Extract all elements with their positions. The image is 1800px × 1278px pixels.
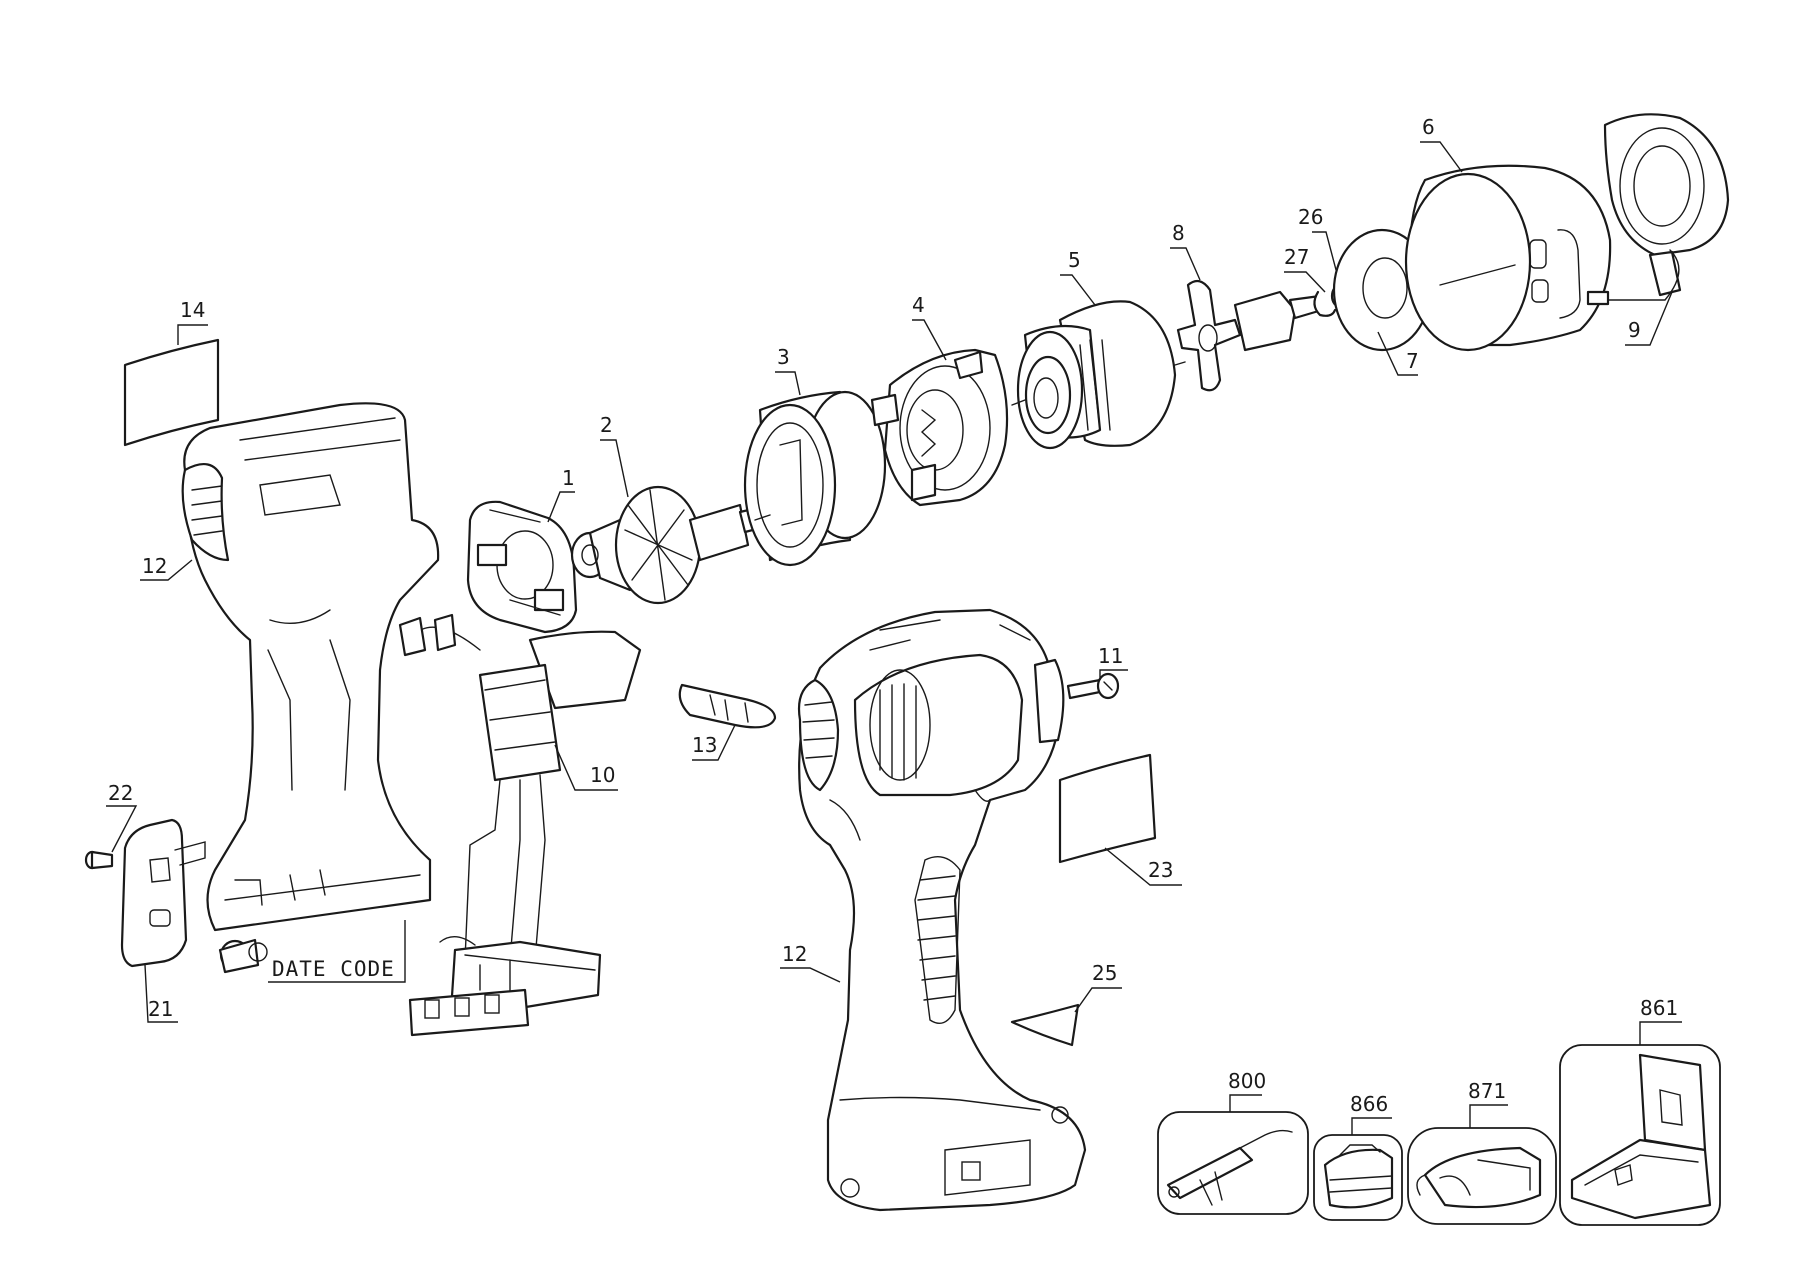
leader-3 [775,371,801,396]
callout-23: 23 [1148,858,1173,882]
leader-4 [912,319,947,361]
leader-861 [1639,1021,1682,1045]
leader-11 [1099,669,1128,680]
callout-2: 2 [600,413,613,437]
callout-4: 4 [912,293,925,317]
leader-21 [144,964,178,1023]
part-9-light-ring [1586,113,1730,306]
part-23-label-sticker [1058,753,1157,864]
leader-date-code [268,920,406,983]
leader-866 [1351,1117,1392,1135]
callout-861: 861 [1640,996,1678,1020]
callout-11: 11 [1098,644,1123,668]
kit-800-tool-hook [1157,1111,1309,1215]
callout-5: 5 [1068,248,1081,272]
callout-21: 21 [148,997,173,1021]
callout-871: 871 [1468,1079,1506,1103]
leader-27 [1284,271,1326,293]
callout-10: 10 [590,763,615,787]
callout-800: 800 [1228,1069,1266,1093]
callout-866: 866 [1350,1092,1388,1116]
callout-13: 13 [692,733,717,757]
explode-axis-line [754,361,1186,521]
callout-22: 22 [108,781,133,805]
leader-9 [1625,291,1673,346]
part-14-label-sticker [123,324,220,447]
part-22-screw [84,850,114,870]
part-1-brush-holder [466,500,578,634]
callout-14: 14 [180,298,205,322]
part-11-screw [1066,672,1120,700]
part-2-armature [570,485,774,605]
part-12-right-housing-assembled [797,608,1087,1212]
callout-26: 26 [1298,205,1323,229]
leader-2 [600,439,629,498]
part-6-nose-housing [1404,164,1612,352]
leader-1 [547,491,575,523]
kit-871-charger [1407,1127,1557,1225]
leader-13 [692,724,736,761]
leader-26 [1312,231,1341,286]
part-13-forward-reverse-button [678,683,777,729]
part-3-field-ring [743,390,887,567]
leader-10 [554,744,618,791]
callout-12b: 12 [782,942,807,966]
part-25-label-sticker [1010,1003,1080,1047]
callout-8: 8 [1172,221,1185,245]
callout-12a: 12 [142,554,167,578]
leader-871 [1469,1104,1508,1128]
leader-25 [1074,987,1122,1013]
callout-27: 27 [1284,245,1309,269]
part-10-switch [398,613,642,1037]
leader-7 [1377,331,1418,376]
leader-6 [1420,141,1463,173]
callout-9: 9 [1628,318,1641,342]
part-4-gear-housing [870,348,1009,507]
callout-1: 1 [562,466,575,490]
part-8-anvil [1176,279,1324,392]
part-5-gear-assembly [1016,300,1177,450]
callout-7: 7 [1406,349,1419,373]
callout-3: 3 [777,345,790,369]
leader-12a [140,559,193,581]
date-code-label: DATE CODE [272,957,395,981]
part-12-left-housing [181,402,440,974]
callout-25: 25 [1092,961,1117,985]
leader-22 [106,805,138,853]
leader-8 [1170,247,1201,281]
part-21-plate [120,818,206,968]
kit-866-battery-pack [1313,1134,1403,1221]
leader-5 [1060,274,1096,306]
leader-23 [1104,847,1182,886]
part-27-retaining-clip [1313,290,1337,317]
kit-861-carry-case [1559,1044,1721,1226]
callout-6: 6 [1422,115,1435,139]
leader-800 [1229,1094,1262,1112]
leader-12b [780,967,841,983]
